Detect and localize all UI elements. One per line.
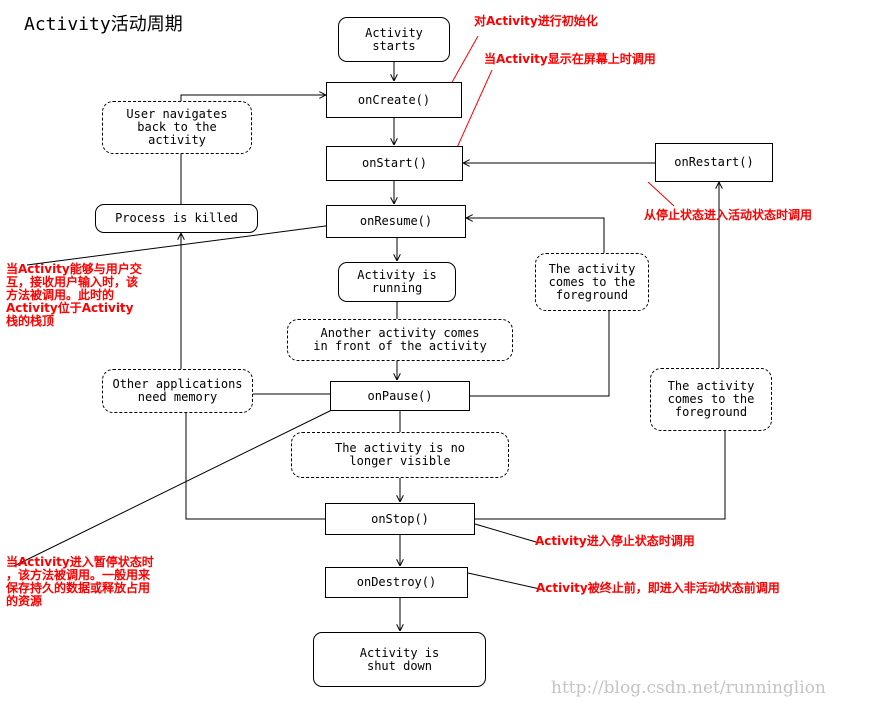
page-title: Activity活动周期 (24, 14, 183, 35)
line-pause-to-foreground1 (470, 311, 610, 397)
pointer-note-destroy (467, 572, 541, 590)
on-restart-node: onRestart() (655, 143, 773, 182)
pointer-note-pause (13, 405, 341, 567)
arrow-foreground1-to-resume (466, 218, 605, 253)
on-stop-node: onStop() (325, 503, 475, 535)
no-longer-visible-node: The activity is no longer visible (291, 432, 509, 478)
comes-to-foreground-node-2: The activity comes to the foreground (650, 368, 772, 431)
process-killed-node: Process is killed (95, 204, 258, 233)
on-start-node: onStart() (326, 146, 463, 181)
pointer-note-stop (474, 523, 537, 543)
pointer-note-start (454, 69, 493, 153)
watermark-url: http://blog.csdn.net/runninglion (551, 678, 826, 698)
line-stop-to-otherapps (185, 413, 325, 520)
comes-to-foreground-node-1: The activity comes to the foreground (535, 253, 649, 311)
activity-shut-down-node: Activity is shut down (313, 632, 486, 687)
note-on-resume: 当Activity能够与用户交 互，接收用户输入时，该 方法被调用。此时的 Ac… (6, 262, 142, 328)
pointer-note-restart (647, 181, 675, 207)
line-stop-to-foreground2 (475, 431, 726, 520)
note-on-start: 当Activity显示在屏幕上时调用 (484, 52, 656, 66)
note-on-destroy: Activity被终止前，即进入非活动状态前调用 (536, 581, 780, 595)
activity-running-node: Activity is running (338, 262, 456, 302)
on-resume-node: onResume() (326, 205, 466, 238)
on-create-node: onCreate() (326, 82, 462, 118)
activity-starts-node: Activity starts (338, 17, 450, 62)
note-on-pause: 当Activity进入暂停状态时 ，该方法被调用。一般用来 保存持久的数据或释放… (6, 555, 154, 608)
note-on-create: 对Activity进行初始化 (474, 14, 598, 28)
on-pause-node: onPause() (330, 381, 470, 411)
other-apps-need-memory-node: Other applications need memory (102, 369, 253, 413)
note-on-restart: 从停止状态进入活动状态时调用 (644, 208, 813, 222)
note-on-stop: Activity进入停止状态时调用 (535, 534, 695, 548)
arrow-usernav-to-create (180, 95, 326, 101)
on-destroy-node: onDestroy() (325, 567, 468, 598)
another-activity-comes-node: Another activity comes in front of the a… (287, 319, 513, 361)
user-navigates-back-node: User navigates back to the activity (102, 101, 252, 154)
pointer-note-resume (26, 224, 334, 266)
